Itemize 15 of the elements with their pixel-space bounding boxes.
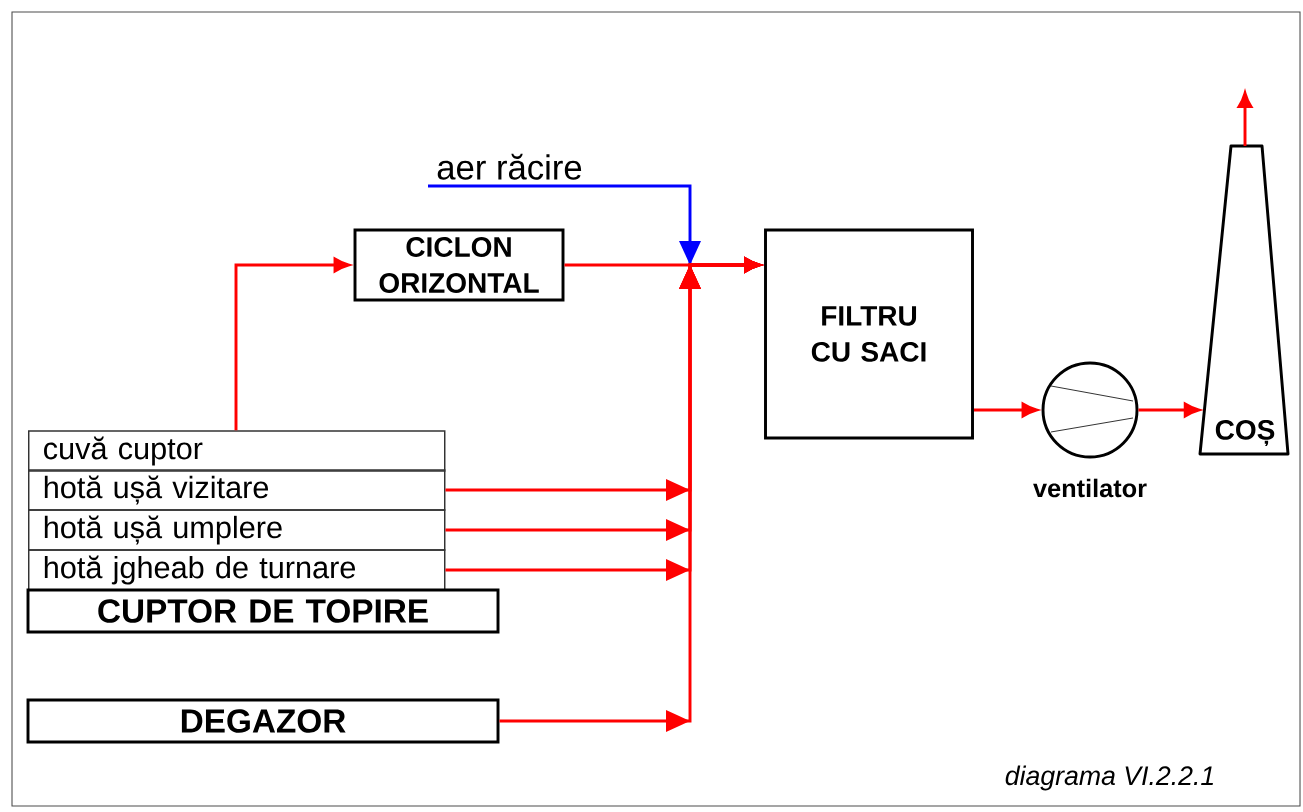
arrow	[1237, 91, 1253, 146]
table-row: hotă ușă vizitare	[28, 469, 446, 511]
furnace-box: CUPTOR DE TOPIRE	[26, 588, 500, 634]
chimney: COȘ	[1198, 144, 1290, 456]
process-box: CICLON ORIZONTAL	[353, 228, 565, 302]
degasser-box: DEGAZOR	[26, 698, 500, 744]
flow-label: aer răcire	[437, 153, 582, 180]
figure-number: diagrama VI.2.2.1	[1005, 765, 1213, 791]
filter-box: FILTRU CU SACI	[764, 228, 974, 440]
table-row: cuvă cuptor	[28, 430, 446, 472]
fan-symbol	[1041, 361, 1139, 459]
table-row: hotă jgheab de turnare	[28, 549, 446, 591]
fan-label: ventilator	[1033, 478, 1147, 498]
arrow	[499, 257, 761, 732]
table-row: hotă ușă umplere	[28, 509, 446, 551]
